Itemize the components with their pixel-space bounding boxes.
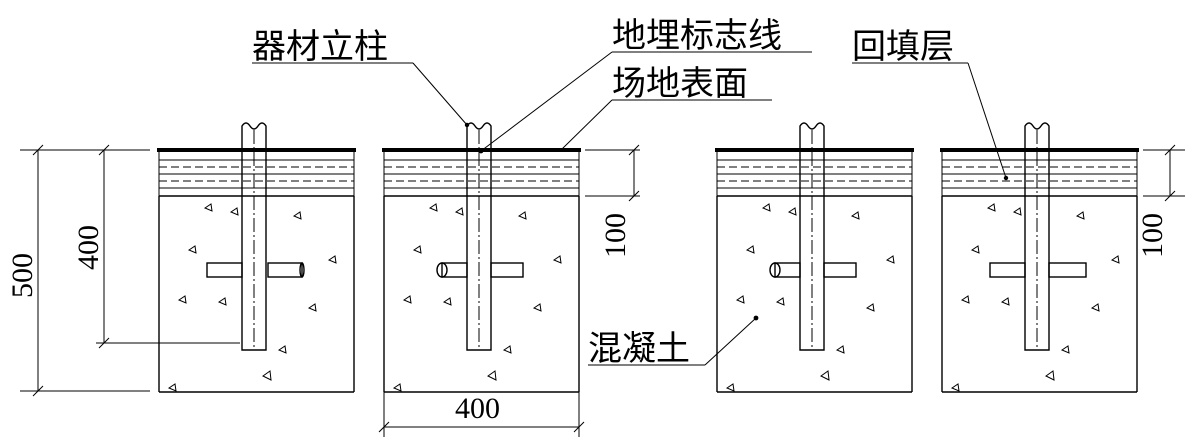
dim-backfill-left: 100 bbox=[599, 213, 632, 258]
foundation-3 bbox=[715, 122, 914, 393]
dim-backfill-right: 100 bbox=[1136, 213, 1169, 258]
dimension-width bbox=[378, 392, 585, 437]
label-post: 器材立柱 bbox=[252, 27, 388, 67]
label-concrete: 混凝土 bbox=[588, 329, 690, 369]
foundation-1 bbox=[157, 122, 356, 393]
foundation-2 bbox=[382, 122, 581, 393]
dim-foundation-width: 400 bbox=[455, 392, 500, 425]
callouts bbox=[252, 51, 1009, 366]
foundation-4 bbox=[940, 122, 1139, 393]
dim-post-depth: 400 bbox=[72, 225, 105, 270]
dimension-left bbox=[20, 144, 240, 397]
label-surface: 场地表面 bbox=[612, 64, 748, 104]
dimension-backfill-left bbox=[585, 144, 640, 202]
dimension-backfill-right bbox=[1143, 144, 1185, 202]
label-marker-line: 地埋标志线 bbox=[612, 16, 782, 56]
dim-total-depth: 500 bbox=[6, 253, 39, 298]
label-backfill: 回填层 bbox=[852, 27, 954, 67]
